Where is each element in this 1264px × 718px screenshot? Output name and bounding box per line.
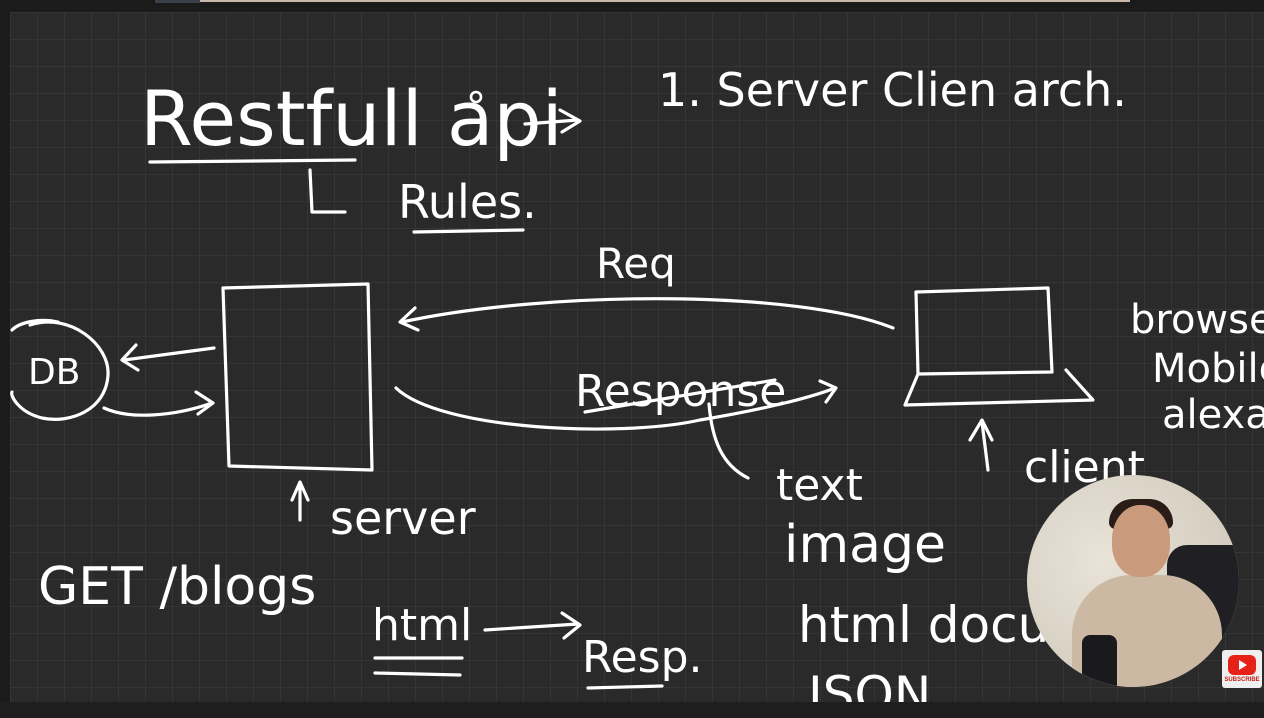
db-to-server-arrow [102, 390, 215, 417]
html-to-resp-arrow [483, 611, 582, 640]
db-circle [10, 320, 110, 421]
html-double-underline [373, 656, 464, 677]
sub-underline [412, 228, 525, 234]
get-blogs-line: GET /blogs [38, 557, 316, 617]
presenter-webcam-overlay [1027, 475, 1239, 687]
heading-title: Restfull api [140, 74, 563, 163]
webcam-microphone [1082, 635, 1117, 687]
response-type-text: text [776, 460, 863, 511]
resp-underline [586, 684, 664, 690]
req-label: Req [596, 239, 676, 288]
response-underline [583, 378, 777, 414]
webcam-presenter-head [1112, 505, 1170, 577]
heading-dot [469, 90, 483, 104]
heading-arrow [523, 108, 582, 134]
top-progress-strip [155, 0, 1130, 2]
youtube-play-icon [1228, 655, 1256, 675]
top-strip-marker [155, 0, 200, 3]
bottom-strip [0, 702, 1264, 718]
laptop-screen [914, 286, 1054, 376]
resp-label: Resp. [582, 632, 703, 683]
laptop-base [903, 368, 1095, 407]
server-box [221, 282, 374, 472]
server-to-db-arrow [120, 343, 216, 372]
request-arrow [398, 297, 895, 332]
response-type-image: image [784, 515, 946, 575]
client-type-browser: browse [1130, 297, 1264, 343]
heading-sub: Rules. [398, 175, 537, 229]
heading-underline [148, 158, 357, 164]
client-pointer-arrow [968, 418, 994, 472]
server-pointer-arrow [290, 480, 310, 522]
response-arrow [394, 379, 838, 431]
response-type-html: html docu [798, 596, 1049, 654]
client-type-mobile: Mobile [1152, 346, 1264, 392]
db-circle-top [10, 318, 60, 332]
response-pointer [707, 402, 750, 480]
sub-bracket [308, 168, 347, 214]
whiteboard-canvas [10, 12, 1264, 702]
client-type-alexa: alexa [1162, 392, 1264, 438]
server-label: server [330, 491, 476, 545]
db-label: DB [28, 352, 80, 393]
subscribe-button[interactable]: SUBSCRIBE [1222, 650, 1262, 688]
point-1: 1. Server Clien arch. [658, 63, 1127, 117]
html-label: html [372, 600, 472, 651]
subscribe-label: SUBSCRIBE [1224, 677, 1260, 683]
